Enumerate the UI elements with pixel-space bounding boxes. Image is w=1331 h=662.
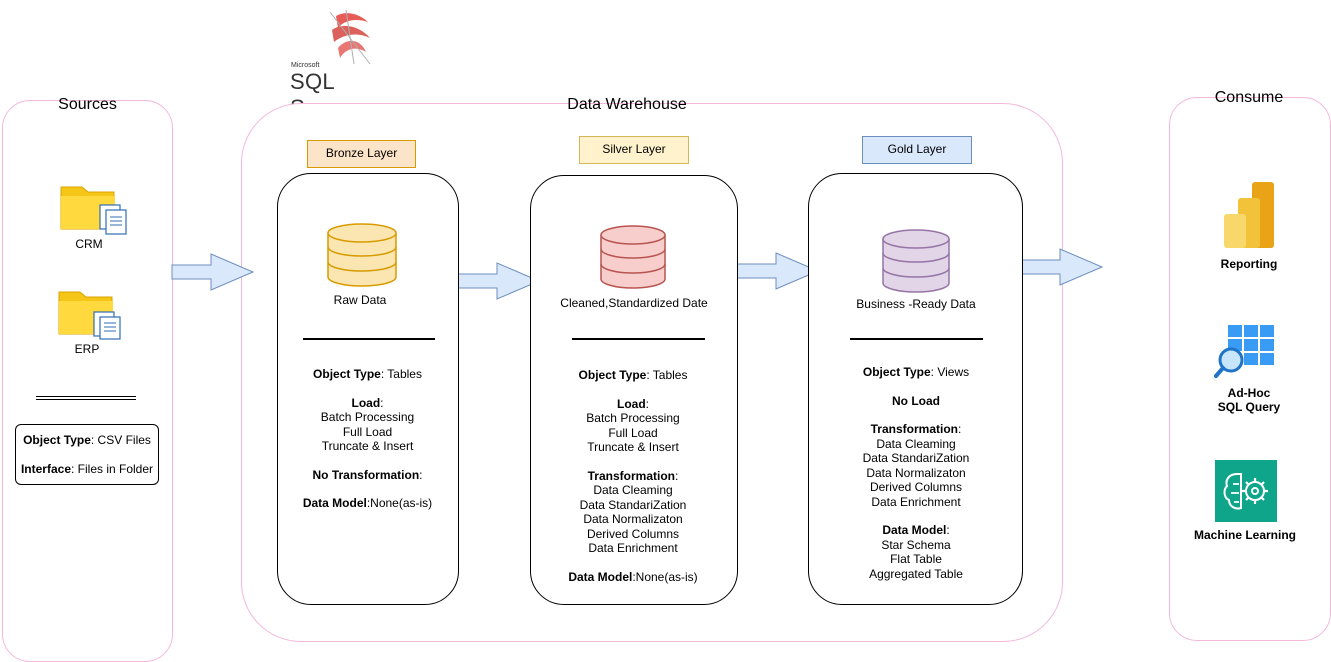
sources-info-box: Object Type: CSV Files Interface: Files … (15, 424, 159, 485)
database-icon (882, 229, 950, 293)
gold-load: No Load (892, 393, 940, 408)
silver-transformation-item: Data Normalizaton (583, 512, 683, 526)
gold-data-model-item: Aggregated Table (869, 566, 963, 581)
bronze-data-model: Data Model:None(as-is) (302, 496, 433, 510)
silver-transformation-item: Data StandariZation (579, 497, 687, 512)
bronze-layer-tag: Bronze Layer (307, 140, 416, 168)
bronze-object-type: Object Type: Tables (313, 367, 422, 381)
arrow-right-icon (171, 253, 255, 291)
gold-layer-tag: Gold Layer (862, 136, 972, 164)
sources-object-type: Object Type: CSV Files (23, 433, 151, 447)
sources-interface: Interface: Files in Folder (20, 462, 154, 476)
bronze-load-item: Batch Processing (320, 410, 415, 424)
consume-ml-label: Machine Learning (1193, 528, 1297, 542)
folder-icon (58, 291, 121, 340)
silver-info: Object Type: Tables Load: Batch Processi… (533, 368, 733, 584)
silver-transformation-item: Data Cleaming (593, 483, 673, 497)
gold-data-model-item: Flat Table (890, 552, 942, 566)
silver-caption: Cleaned,Standardized Date (560, 296, 708, 310)
consume-adhoc-line1: Ad-Hoc (1227, 386, 1271, 400)
silver-object-type: Object Type: Tables (578, 368, 688, 382)
silver-load-item: Batch Processing (586, 411, 680, 425)
bronze-load-item: Full Load (342, 424, 393, 439)
bronze-load-item: Truncate & Insert (321, 439, 414, 453)
folder-icon (60, 186, 127, 235)
silver-load-item: Truncate & Insert (587, 440, 679, 454)
gold-transformation-heading: Transformation: (870, 422, 962, 436)
data-warehouse-title: Data Warehouse (567, 96, 687, 113)
sql-server-logo: Microsoft SQL Server (286, 8, 398, 120)
silver-data-model: Data Model:None(as-is) (568, 569, 698, 584)
sql-query-icon (1214, 325, 1274, 378)
gold-data-model-heading: Data Model: (882, 523, 950, 537)
gold-info: Object Type: Views No Load Transformatio… (811, 365, 1021, 581)
bronze-divider (303, 338, 435, 340)
consume-title: Consume (1214, 89, 1284, 106)
consume-adhoc-label: Ad-Hoc SQL Query (1189, 386, 1309, 414)
bronze-transformation: No Transformation: (312, 467, 423, 482)
power-bi-icon (1224, 182, 1274, 248)
arrow-right-icon (457, 262, 541, 300)
bronze-info: Object Type: Tables Load: Batch Processi… (280, 367, 455, 511)
sql-server-swirl-icon (329, 9, 371, 65)
gold-divider (850, 338, 983, 340)
silver-load-item: Full Load (608, 425, 658, 440)
silver-divider (572, 338, 705, 340)
source-erp-label: ERP (74, 342, 100, 356)
silver-transformation-item: Data Enrichment (588, 541, 678, 555)
gold-transformation-item: Data Enrichment (871, 494, 961, 509)
sources-divider (36, 399, 136, 400)
sources-divider (36, 396, 136, 397)
silver-layer-tag: Silver Layer (579, 136, 689, 164)
consume-adhoc-line2: SQL Query (1217, 400, 1281, 414)
silver-transformation-heading: Transformation: (587, 468, 679, 483)
database-icon (327, 223, 397, 287)
bronze-caption: Raw Data (333, 293, 387, 307)
database-icon (600, 225, 666, 289)
gold-transformation-item: Data Cleaming (876, 436, 956, 451)
silver-transformation-item: Derived Columns (586, 526, 680, 541)
sources-title: Sources (58, 96, 117, 113)
consume-reporting-label: Reporting (1220, 257, 1278, 271)
gold-data-model-item: Star Schema (881, 537, 951, 552)
machine-learning-icon (1215, 460, 1277, 522)
gold-transformation-item: Data Normalizaton (866, 465, 966, 480)
logo-vendor: Microsoft (291, 62, 320, 69)
source-crm-label: CRM (75, 237, 103, 251)
silver-load-heading: Load: (616, 396, 649, 411)
gold-object-type: Object Type: Views (862, 365, 970, 379)
bronze-load-heading: Load: (351, 395, 384, 410)
gold-transformation-item: Derived Columns (869, 480, 963, 494)
gold-transformation-item: Data StandariZation (862, 451, 970, 465)
arrow-right-icon (1020, 248, 1104, 286)
arrow-right-icon (736, 252, 820, 290)
gold-caption: Business -Ready Data (856, 297, 976, 311)
